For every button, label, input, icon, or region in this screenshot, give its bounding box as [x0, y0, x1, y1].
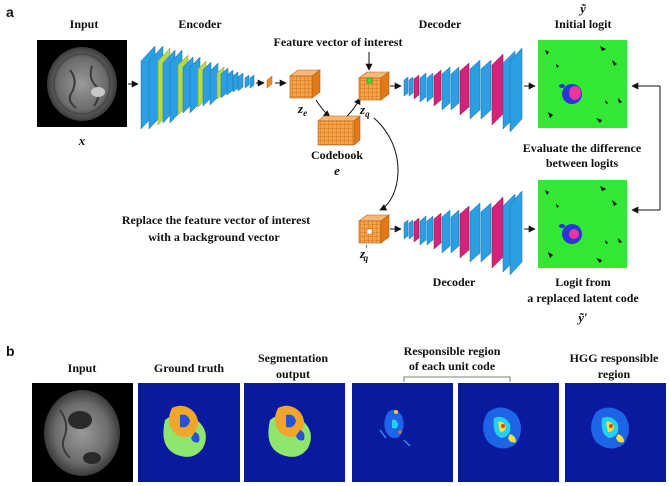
panel-b-tag: b — [6, 343, 15, 359]
zq-prime-symbol: z′q — [359, 244, 369, 263]
b-ground-truth-title: Ground truth — [154, 361, 224, 375]
initial-logit-label: Initial logit — [554, 17, 611, 31]
background-vector-cell — [366, 228, 373, 235]
replaced-logit-image — [538, 180, 627, 268]
input-mri-image — [37, 40, 127, 127]
b-responsible-region-1-image — [352, 383, 453, 482]
codebook-block — [317, 115, 361, 146]
arrow-zq-to-zq-prime — [373, 117, 399, 211]
replace-line2: with a background vector — [148, 230, 280, 244]
logit-from-line1: Logit from — [555, 275, 610, 289]
initial-logit-image — [538, 40, 627, 128]
panel-a-tag: a — [6, 4, 14, 20]
b-input-image — [32, 383, 133, 482]
latent-block-zq-prime — [358, 214, 390, 244]
y-tilde-prime-symbol: ỹ′ — [576, 310, 588, 325]
b-resp-title-line2: of each unit code — [409, 359, 496, 373]
codebook-symbol-e: e — [334, 163, 340, 178]
b-responsible-region-2-image — [458, 383, 559, 482]
encoder-layers — [140, 45, 273, 130]
feature-vector-cell — [366, 77, 373, 84]
logit-from-line2: a replaced latent code — [527, 291, 639, 305]
b-resp-title-line1: Responsible region — [404, 344, 501, 358]
ze-symbol: ze — [297, 101, 307, 118]
codebook-label: Codebook — [311, 148, 363, 162]
evaluate-bracket-arrow — [631, 82, 661, 214]
y-tilde-symbol: ỹ — [578, 1, 587, 16]
b-seg-title-line1: Segmentation — [258, 351, 328, 365]
b-resp-bracket — [403, 376, 511, 382]
arrow-ze-to-codebook — [315, 99, 331, 118]
b-input-title: Input — [68, 361, 97, 375]
b-hgg-responsible-image — [565, 383, 666, 482]
evaluate-line1: Evaluate the difference — [523, 141, 642, 155]
b-hgg-title-line1: HGG responsible — [570, 351, 659, 365]
b-ground-truth-image — [138, 383, 240, 482]
b-hgg-title-line2: region — [598, 367, 631, 381]
latent-block-ze — [289, 69, 321, 99]
decoder-top-layers — [403, 47, 523, 133]
replace-line1: Replace the feature vector of interest — [122, 213, 310, 227]
zq-symbol: zq — [359, 102, 370, 119]
evaluate-line2: between logits — [546, 156, 619, 170]
encoder-label: Encoder — [178, 17, 222, 31]
b-segmentation-image — [244, 383, 345, 482]
arrow-codebook-to-zq — [345, 97, 361, 118]
decoder-bottom-label: Decoder — [433, 275, 476, 289]
b-seg-title-line2: output — [276, 367, 310, 381]
latent-block-zq — [358, 71, 390, 101]
input-symbol-x: x — [78, 133, 86, 148]
input-label: Input — [70, 17, 99, 31]
decoder-top-label: Decoder — [419, 17, 462, 31]
decoder-bottom-layers — [403, 190, 523, 276]
feature-vector-label: Feature vector of interest — [274, 35, 403, 49]
